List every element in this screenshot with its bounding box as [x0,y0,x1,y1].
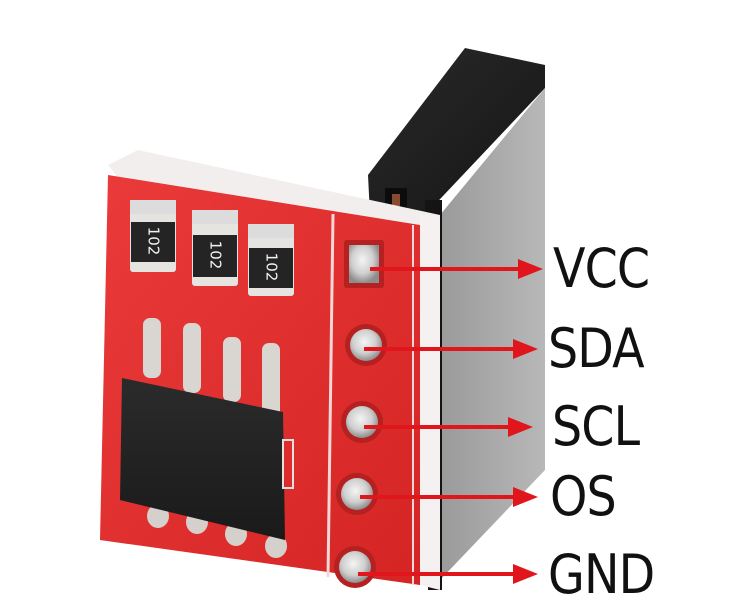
pin-label-sda: SDA [548,317,645,380]
resistor-r1 [130,200,176,272]
pin-label-vcc: VCC [553,237,650,300]
pin-label-scl: SCL [552,395,640,458]
pin-label-gnd: GND [548,543,655,606]
resistor-r2 [192,210,238,286]
pin-header-block [368,48,545,590]
resistor-marking-3: 102 [262,252,281,282]
resistor-marking-1: 102 [144,226,163,256]
ic-chip [120,378,294,540]
pin-label-os: OS [550,465,617,528]
pin-arrows [358,259,543,584]
resistor-r3 [248,224,294,296]
resistor-marking-2: 102 [206,240,225,270]
pcb-edge [108,150,440,228]
ic-leads-top [143,318,280,418]
